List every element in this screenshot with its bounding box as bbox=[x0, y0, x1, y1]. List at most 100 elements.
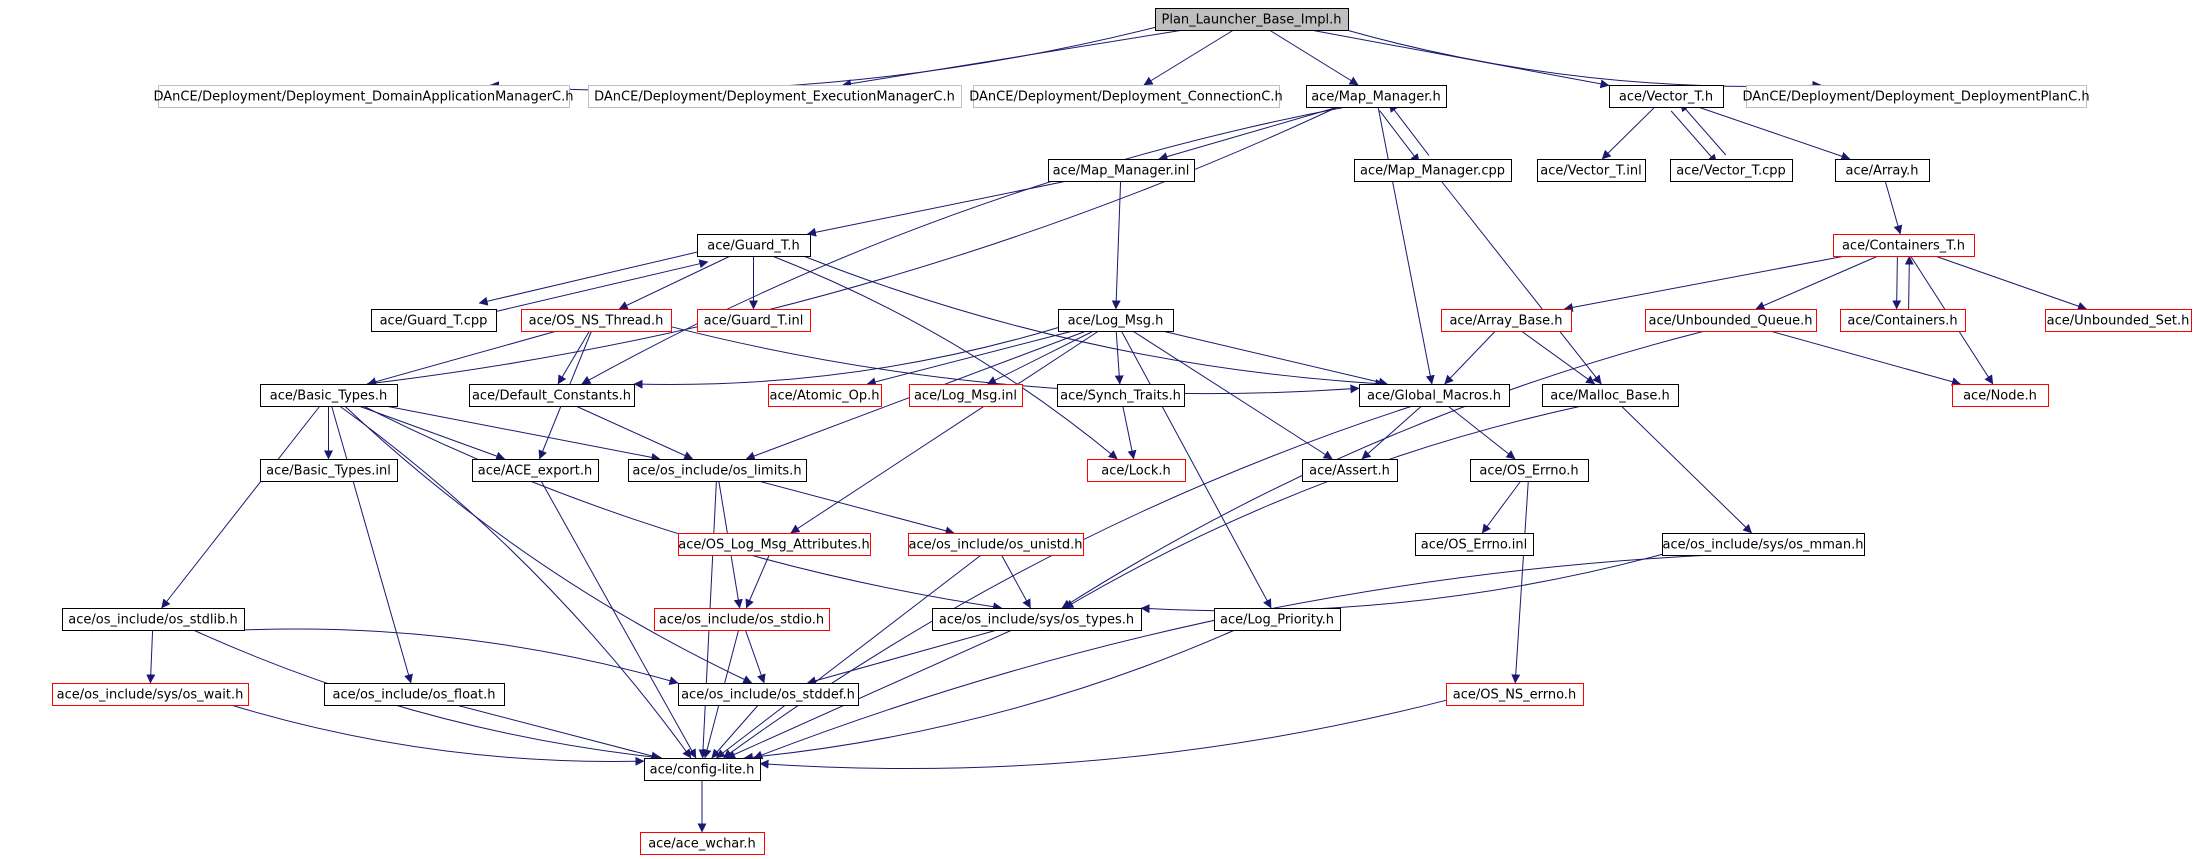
node-arraybase[interactable]: ace/Array_Base.h bbox=[1441, 309, 1572, 332]
node-box-guardt[interactable] bbox=[697, 234, 811, 257]
node-box-ostypes[interactable] bbox=[932, 608, 1142, 631]
node-oslimits[interactable]: ace/os_include/os_limits.h bbox=[628, 459, 807, 482]
node-containers[interactable]: ace/Containers.h bbox=[1840, 309, 1966, 332]
node-mallocbase[interactable]: ace/Malloc_Base.h bbox=[1542, 384, 1679, 407]
node-box-oserrno[interactable] bbox=[1470, 459, 1589, 482]
node-oswait[interactable]: ace/os_include/sys/os_wait.h bbox=[52, 683, 249, 706]
node-box-mallocbase[interactable] bbox=[1542, 384, 1679, 407]
node-box-node[interactable] bbox=[1952, 384, 2049, 407]
node-arrayh[interactable]: ace/Array.h bbox=[1835, 159, 1930, 182]
node-box-osstdlib[interactable] bbox=[62, 608, 245, 631]
node-mapmgrinl[interactable]: ace/Map_Manager.inl bbox=[1048, 159, 1195, 182]
node-box-globalmacros[interactable] bbox=[1359, 384, 1510, 407]
node-box-defconst[interactable] bbox=[469, 384, 635, 407]
node-defconst[interactable]: ace/Default_Constants.h bbox=[469, 384, 635, 407]
node-box-basictypesinl[interactable] bbox=[260, 459, 398, 482]
node-box-unbset[interactable] bbox=[2045, 309, 2192, 332]
node-box-dplan[interactable] bbox=[1746, 85, 2087, 108]
node-logmsg[interactable]: ace/Log_Msg.h bbox=[1058, 309, 1174, 332]
node-vectort[interactable]: ace/Vector_T.h bbox=[1609, 85, 1724, 108]
node-unbq[interactable]: ace/Unbounded_Queue.h bbox=[1645, 309, 1817, 332]
node-configlite[interactable]: ace/config-lite.h bbox=[644, 758, 761, 781]
node-globalmacros[interactable]: ace/Global_Macros.h bbox=[1359, 384, 1510, 407]
node-osunistd[interactable]: ace/os_include/os_unistd.h bbox=[908, 533, 1084, 556]
node-box-logmsginl[interactable] bbox=[909, 384, 1023, 407]
node-vectortcpp[interactable]: ace/Vector_T.cpp bbox=[1670, 159, 1793, 182]
node-box-containerst[interactable] bbox=[1833, 234, 1975, 257]
node-basictypes[interactable]: ace/Basic_Types.h bbox=[260, 384, 398, 407]
node-box-atomicop[interactable] bbox=[768, 384, 882, 407]
node-osnsthread[interactable]: ace/OS_NS_Thread.h bbox=[521, 309, 672, 332]
node-oserrnoinl[interactable]: ace/OS_Errno.inl bbox=[1415, 533, 1534, 556]
node-box-acewchar[interactable] bbox=[640, 832, 765, 855]
node-oserrno[interactable]: ace/OS_Errno.h bbox=[1470, 459, 1589, 482]
node-osstddef[interactable]: ace/os_include/os_stddef.h bbox=[678, 683, 859, 706]
node-box-lock[interactable] bbox=[1087, 459, 1186, 482]
node-box-basictypes[interactable] bbox=[260, 384, 398, 407]
node-osnserrno[interactable]: ace/OS_NS_errno.h bbox=[1446, 683, 1584, 706]
node-box-mapmgr[interactable] bbox=[1306, 85, 1447, 108]
node-box-unbq[interactable] bbox=[1645, 309, 1817, 332]
node-box-plan[interactable] bbox=[1155, 8, 1349, 31]
node-assert[interactable]: ace/Assert.h bbox=[1302, 459, 1398, 482]
node-osstdlib[interactable]: ace/os_include/os_stdlib.h bbox=[62, 608, 245, 631]
node-box-vectortinl[interactable] bbox=[1537, 159, 1646, 182]
node-mapmgrcpp[interactable]: ace/Map_Manager.cpp bbox=[1354, 159, 1512, 182]
node-box-oswait[interactable] bbox=[52, 683, 249, 706]
node-box-guardtcpp[interactable] bbox=[371, 309, 497, 332]
node-box-logmsg[interactable] bbox=[1058, 309, 1174, 332]
node-box-oserrnoinl[interactable] bbox=[1415, 533, 1534, 556]
node-vectortinl[interactable]: ace/Vector_T.inl bbox=[1537, 159, 1646, 182]
node-box-logprio[interactable] bbox=[1214, 608, 1341, 631]
node-guardtcpp[interactable]: ace/Guard_T.cpp bbox=[371, 309, 497, 332]
node-box-oslimits[interactable] bbox=[628, 459, 807, 482]
node-box-arrayh[interactable] bbox=[1835, 159, 1930, 182]
node-atomicop[interactable]: ace/Atomic_Op.h bbox=[768, 384, 882, 407]
node-box-mapmgrinl[interactable] bbox=[1048, 159, 1195, 182]
node-guardtinl[interactable]: ace/Guard_T.inl bbox=[697, 309, 811, 332]
node-mman[interactable]: ace/os_include/sys/os_mman.h bbox=[1662, 533, 1865, 556]
node-dam[interactable]: DAnCE/Deployment/Deployment_DomainApplic… bbox=[153, 85, 574, 108]
node-box-containers[interactable] bbox=[1840, 309, 1966, 332]
node-aceexport[interactable]: ace/ACE_export.h bbox=[472, 459, 599, 482]
node-containerst[interactable]: ace/Containers_T.h bbox=[1833, 234, 1975, 257]
node-synchtraits[interactable]: ace/Synch_Traits.h bbox=[1057, 384, 1185, 407]
node-box-osnsthread[interactable] bbox=[521, 309, 672, 332]
node-box-osunistd[interactable] bbox=[908, 533, 1084, 556]
node-box-osnserrno[interactable] bbox=[1446, 683, 1584, 706]
node-guardt[interactable]: ace/Guard_T.h bbox=[697, 234, 811, 257]
node-mapmgr[interactable]: ace/Map_Manager.h bbox=[1306, 85, 1447, 108]
node-acewchar[interactable]: ace/ace_wchar.h bbox=[640, 832, 765, 855]
node-box-conn[interactable] bbox=[973, 85, 1280, 108]
node-ostypes[interactable]: ace/os_include/sys/os_types.h bbox=[932, 608, 1142, 631]
node-box-osstdio[interactable] bbox=[654, 608, 830, 631]
node-box-em[interactable] bbox=[588, 85, 962, 108]
node-basictypesinl[interactable]: ace/Basic_Types.inl bbox=[260, 459, 398, 482]
node-logmsginl[interactable]: ace/Log_Msg.inl bbox=[909, 384, 1023, 407]
node-box-synchtraits[interactable] bbox=[1057, 384, 1185, 407]
node-oslogattr[interactable]: ace/OS_Log_Msg_Attributes.h bbox=[678, 533, 871, 556]
node-lock[interactable]: ace/Lock.h bbox=[1087, 459, 1186, 482]
node-box-aceexport[interactable] bbox=[472, 459, 599, 482]
node-box-dam[interactable] bbox=[158, 85, 570, 108]
node-plan[interactable]: Plan_Launcher_Base_Impl.h bbox=[1155, 8, 1349, 31]
node-unbset[interactable]: ace/Unbounded_Set.h bbox=[2045, 309, 2192, 332]
node-box-oslogattr[interactable] bbox=[678, 533, 871, 556]
node-box-assert[interactable] bbox=[1302, 459, 1398, 482]
node-logprio[interactable]: ace/Log_Priority.h bbox=[1214, 608, 1341, 631]
node-osstdio[interactable]: ace/os_include/os_stdio.h bbox=[654, 608, 830, 631]
node-box-osfloat[interactable] bbox=[324, 683, 505, 706]
node-box-vectortcpp[interactable] bbox=[1670, 159, 1793, 182]
node-dplan[interactable]: DAnCE/Deployment/Deployment_DeploymentPl… bbox=[1742, 85, 2090, 108]
node-node[interactable]: ace/Node.h bbox=[1952, 384, 2049, 407]
node-box-guardtinl[interactable] bbox=[697, 309, 811, 332]
node-box-mman[interactable] bbox=[1662, 533, 1865, 556]
node-box-osstddef[interactable] bbox=[678, 683, 859, 706]
node-box-mapmgrcpp[interactable] bbox=[1354, 159, 1512, 182]
node-osfloat[interactable]: ace/os_include/os_float.h bbox=[324, 683, 505, 706]
node-box-arraybase[interactable] bbox=[1441, 309, 1572, 332]
node-em[interactable]: DAnCE/Deployment/Deployment_ExecutionMan… bbox=[588, 85, 962, 108]
node-box-configlite[interactable] bbox=[644, 758, 761, 781]
node-conn[interactable]: DAnCE/Deployment/Deployment_ConnectionC.… bbox=[969, 85, 1283, 108]
node-box-vectort[interactable] bbox=[1609, 85, 1724, 108]
